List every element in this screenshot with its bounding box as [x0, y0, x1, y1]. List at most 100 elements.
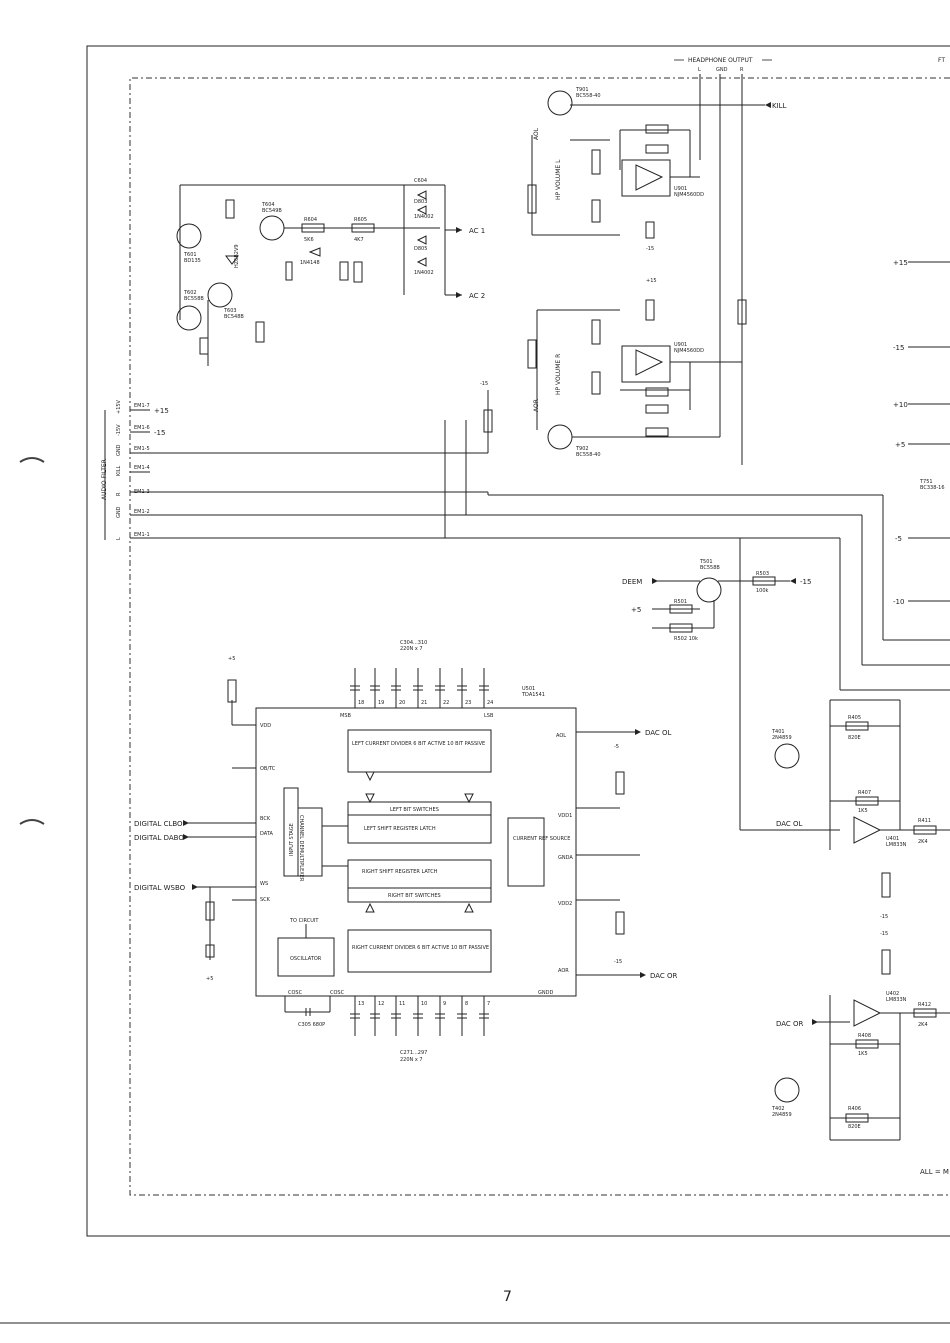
dac-chip-type: TDA1541: [521, 692, 545, 698]
svg-text:COSC: COSC: [288, 990, 303, 996]
svg-text:+5: +5: [228, 656, 235, 662]
svg-text:7: 7: [487, 1001, 490, 1007]
svg-text:VDD2: VDD2: [558, 901, 572, 907]
svg-text:SCK: SCK: [260, 897, 271, 903]
svg-text:GND: GND: [116, 506, 122, 518]
input-clbo: DIGITAL CLBO: [134, 820, 183, 828]
svg-text:AOL: AOL: [556, 733, 566, 739]
cap-bank-bottom-value: 220N x 7: [400, 1057, 423, 1063]
svg-text:-15: -15: [614, 959, 622, 965]
transistor-t501: [696, 577, 722, 603]
svg-text:13: 13: [358, 1001, 364, 1007]
headphone-output-section: HEADPHONE OUTPUT L GND R KILL T901 BC558…: [527, 57, 787, 458]
dac-out-ol: DAC OL: [645, 729, 672, 737]
svg-text:U901: U901: [674, 342, 687, 348]
dashed-frame: [129, 77, 950, 1196]
transistor-t604: [259, 215, 285, 241]
aol-label-hp: AOL: [533, 127, 540, 140]
ac2-label: AC 2: [469, 292, 485, 300]
svg-text:2N4859: 2N4859: [772, 1112, 792, 1118]
svg-text:4K7: 4K7: [354, 237, 364, 243]
dac-out-or: DAC OR: [650, 972, 678, 980]
svg-text:U401: U401: [886, 836, 899, 842]
opamp-u901-b: [635, 349, 664, 376]
block-right-shift-register: RIGHT SHIFT REGISTER LATCH: [362, 869, 438, 875]
rail-plus5: +5: [895, 441, 905, 449]
corner-label: FT: [938, 57, 945, 64]
stage-in-or: DAC OR: [776, 1020, 804, 1028]
stage-rail-bottom: -15: [880, 931, 888, 937]
cap-bank-bottom: [350, 996, 489, 1036]
svg-text:EM1-2: EM1-2: [134, 509, 150, 515]
svg-text:2K4: 2K4: [918, 1022, 928, 1028]
svg-text:BC558B: BC558B: [700, 565, 720, 571]
cap-bank-top-label: C304...310: [400, 640, 427, 646]
cosc-cap-label: C305 680P: [298, 1022, 325, 1028]
svg-text:D805: D805: [414, 246, 427, 252]
cap-bank-top-value: 220N x 7: [400, 646, 423, 652]
hp-pin-gnd: GND: [716, 67, 728, 73]
punch-mark-1: [19, 457, 45, 463]
rail-plus10: +10: [893, 401, 908, 409]
svg-text:EM1-1: EM1-1: [134, 532, 150, 538]
svg-text:-5: -5: [614, 744, 619, 750]
cap-bank-bottom-label: C271...297: [400, 1050, 427, 1056]
svg-text:BC558-40: BC558-40: [576, 452, 601, 458]
svg-text:1K5: 1K5: [858, 808, 868, 814]
svg-text:820E: 820E: [848, 1124, 861, 1130]
svg-text:GNDD: GNDD: [538, 990, 553, 996]
svg-text:OB/TC: OB/TC: [260, 766, 276, 772]
svg-text:BCK: BCK: [260, 816, 271, 822]
svg-text:EM1-4: EM1-4: [134, 465, 150, 471]
svg-text:BC548B: BC548B: [224, 314, 244, 320]
svg-text:R411: R411: [918, 818, 931, 824]
svg-text:+5: +5: [206, 976, 213, 982]
block-left-bit-switches: LEFT BIT SWITCHES: [390, 807, 439, 813]
rail-minus15-af: -15: [154, 429, 165, 437]
svg-text:BC558B: BC558B: [184, 296, 204, 302]
svg-text:U402: U402: [886, 991, 899, 997]
transistor-t602: [176, 305, 202, 331]
hp-pin-r: R: [740, 67, 744, 73]
headphone-output-title: HEADPHONE OUTPUT: [688, 57, 753, 64]
block-left-current-divider: LEFT CURRENT DIVIDER 6 BIT ACTIVE 10 BIT…: [352, 741, 485, 747]
opamp-u402: [853, 999, 882, 1027]
svg-text:11: 11: [399, 1001, 405, 1007]
af-connectors: EM1-7 EM1-6 EM1-5 EM1-4 EM1-3 EM1-2 EM1-…: [134, 403, 150, 538]
rail-plus15: +15: [893, 259, 908, 267]
svg-text:R406: R406: [848, 1106, 861, 1112]
ac1-label: AC 1: [469, 227, 485, 235]
dac-chip-body: [255, 707, 577, 997]
deem-minus15: -15: [800, 578, 811, 586]
svg-text:WS: WS: [260, 881, 268, 887]
svg-text:R: R: [116, 492, 122, 496]
svg-text:R503: R503: [756, 571, 769, 577]
svg-text:R405: R405: [848, 715, 861, 721]
svg-text:1N4148: 1N4148: [300, 260, 320, 266]
svg-text:KILL: KILL: [116, 465, 122, 476]
svg-text:T601: T601: [183, 252, 197, 258]
svg-text:5K6: 5K6: [304, 237, 314, 243]
transistor-t401: [774, 743, 800, 769]
svg-text:T751: T751: [919, 479, 933, 485]
af-pin-rows: +15V -15V GND KILL R GND L: [116, 399, 122, 540]
svg-text:T402: T402: [771, 1106, 785, 1112]
svg-text:R604: R604: [304, 217, 317, 223]
svg-text:NJM4560DD: NJM4560DD: [674, 192, 704, 198]
hp-volume-r-label: HP VOLUME R: [555, 354, 562, 395]
svg-text:+15: +15: [646, 278, 657, 284]
svg-text:LM833N: LM833N: [886, 997, 907, 1003]
svg-text:D803: D803: [414, 199, 427, 205]
svg-text:-15: -15: [646, 246, 654, 252]
svg-text:2N4859: 2N4859: [772, 735, 792, 741]
svg-text:24: 24: [487, 700, 493, 706]
svg-text:EM1-7: EM1-7: [134, 403, 150, 409]
dac-section: C304...310 220N x 7 18 19 20 21 22 23 24…: [134, 640, 678, 1063]
transistor-t601: [176, 223, 202, 249]
svg-text:C604: C604: [414, 178, 427, 184]
svg-text:R407: R407: [858, 790, 871, 796]
hp-volume-l-label: HP VOLUME L: [555, 159, 562, 200]
svg-text:9: 9: [443, 1001, 446, 1007]
svg-text:23: 23: [465, 700, 471, 706]
